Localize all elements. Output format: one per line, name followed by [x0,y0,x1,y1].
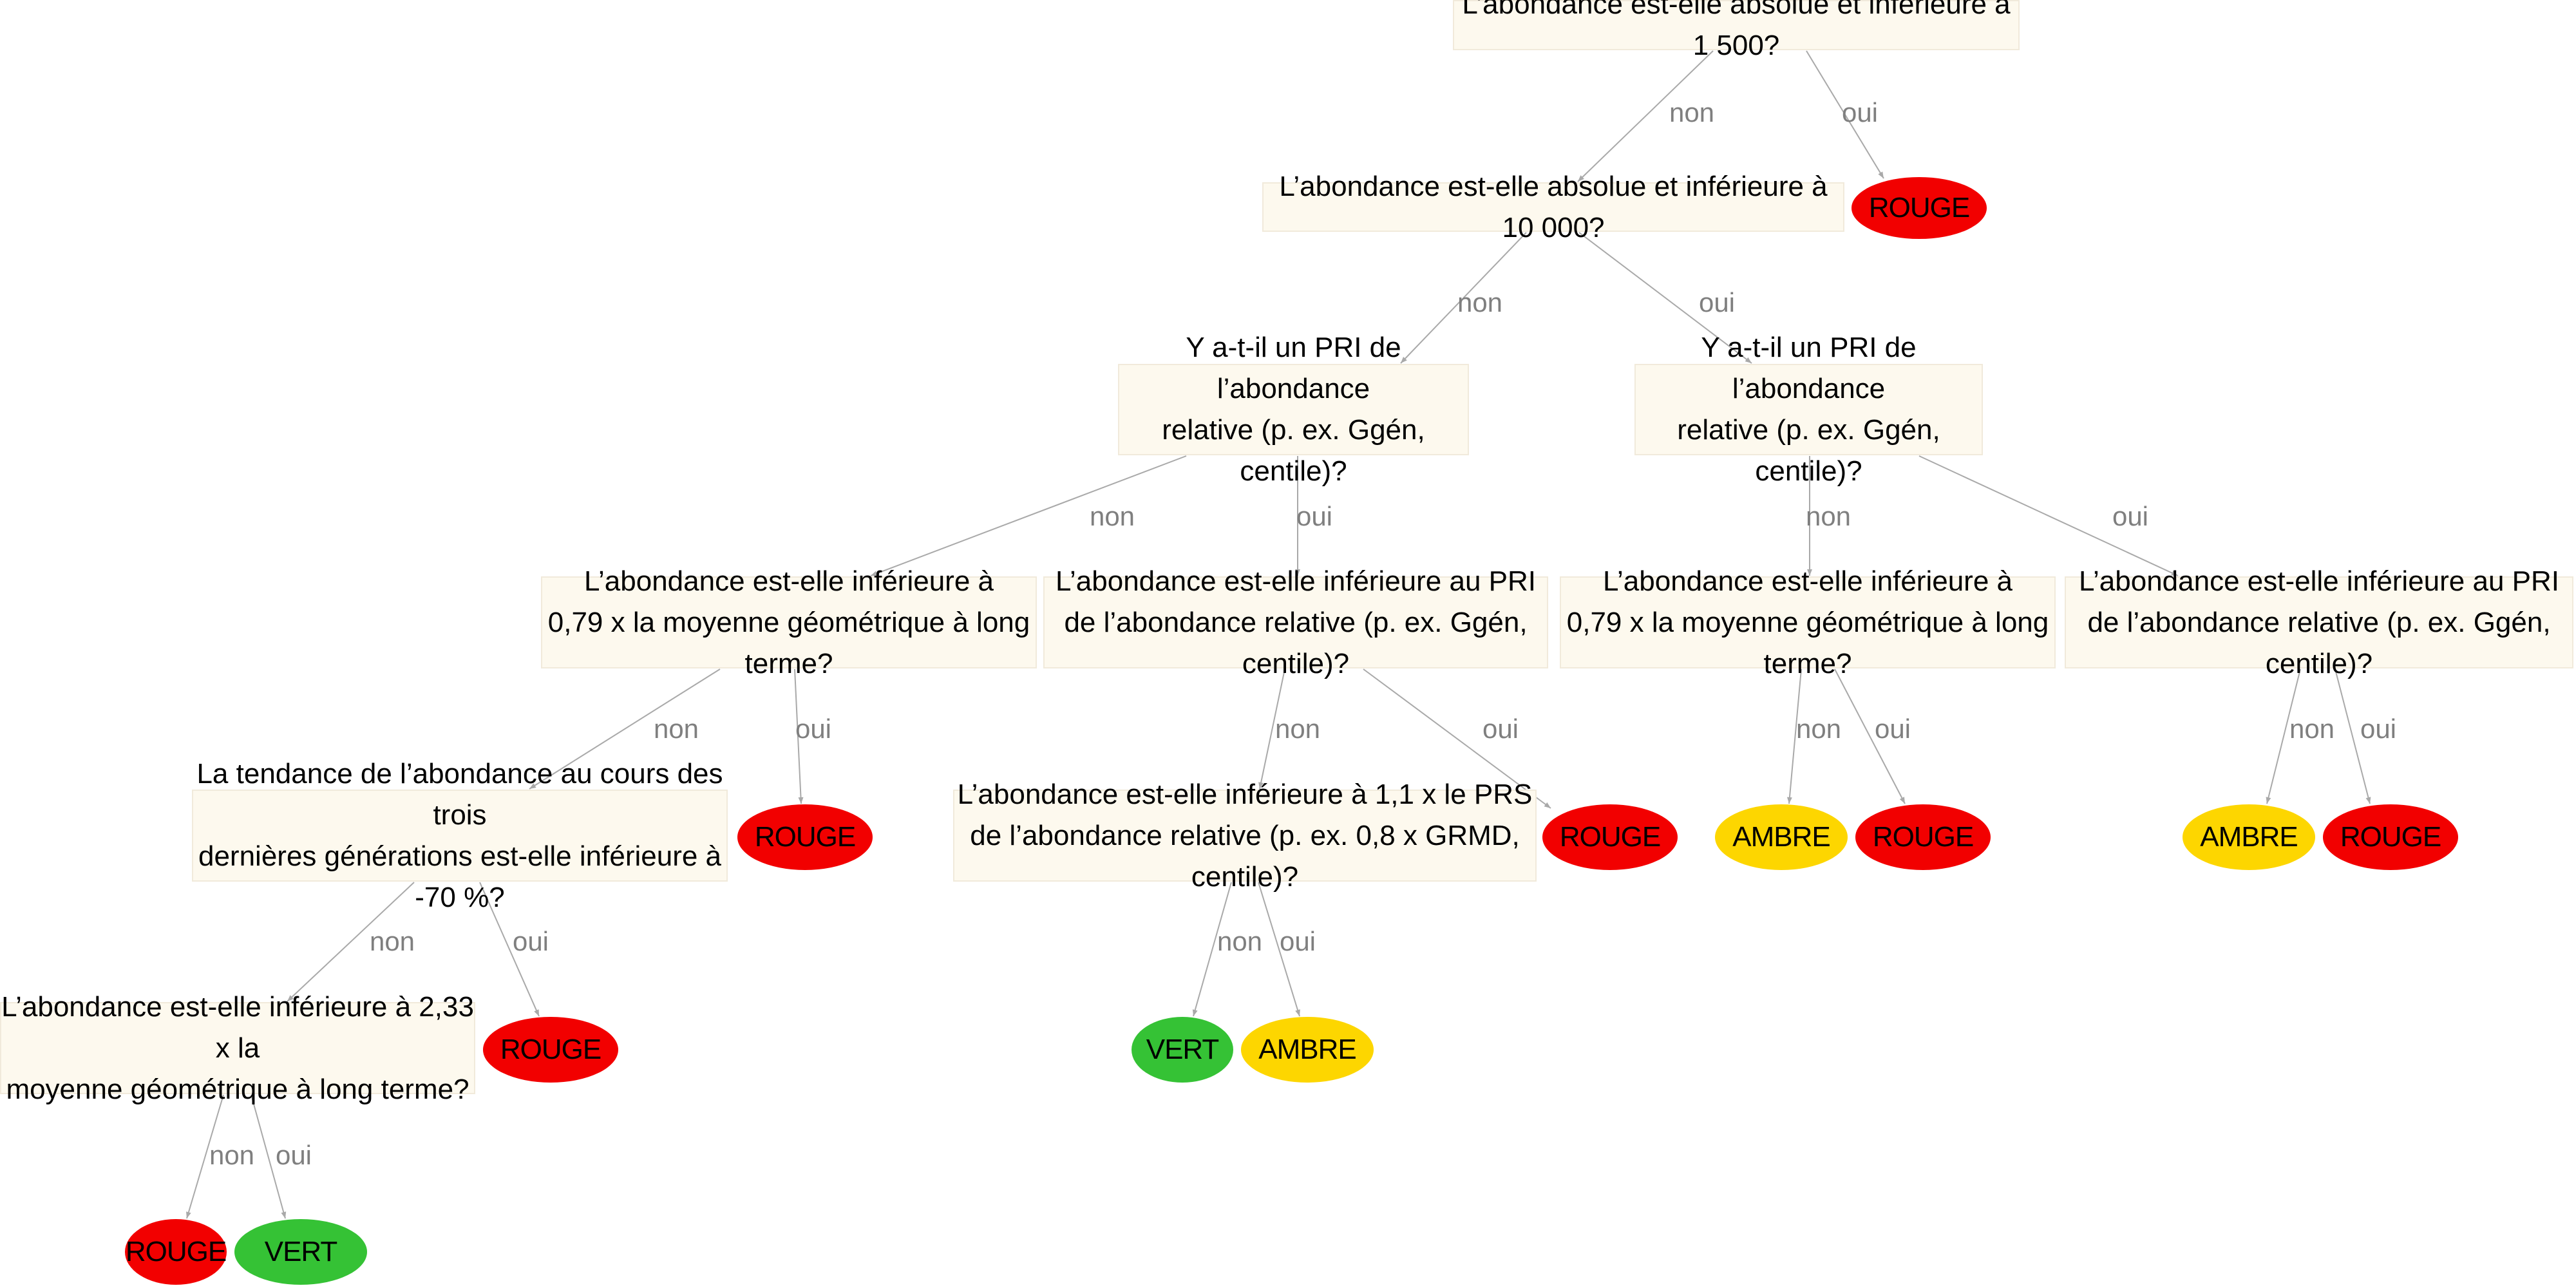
edge-1 [1577,50,1714,182]
edge-label-non: non [1217,926,1263,956]
edge-15 [2266,668,2301,804]
outcome-rouge: ROUGE [1542,804,1678,870]
edge-label-oui: oui [1279,926,1316,956]
edge-9 [529,668,721,790]
edge-arrowhead-18 [534,1009,539,1016]
edge-label-oui: oui [795,714,832,744]
outcome-vert: VERT [234,1219,367,1285]
edge-arrowhead-11 [1258,782,1264,789]
edge-17 [287,882,415,1002]
outcome-rouge: ROUGE [1855,804,1991,870]
edge-4 [1578,232,1752,364]
edge-arrowhead-16 [2365,797,2371,804]
edge-arrowhead-19 [1192,1009,1198,1016]
edge-arrowhead-17 [287,995,294,1001]
edge-label-oui: oui [2360,714,2397,744]
edge-arrowhead-15 [2266,797,2271,804]
edge-21 [186,1094,224,1219]
edge-arrowhead-14 [1899,797,1905,804]
question-q9: La tendance de l’abondance au cours des … [192,758,728,913]
edge-arrowhead-8 [2171,571,2178,576]
edge-label-oui: oui [1874,714,1911,744]
edge-5 [870,455,1187,576]
question-q1: L’abondance est-elle absolue et inférieu… [1453,0,2020,61]
edge-10 [794,668,802,804]
edge-arrowhead-22 [281,1211,287,1218]
question-q6: L’abondance est-elle inférieure au PRI d… [1043,565,1548,679]
outcome-ambre: AMBRE [1241,1017,1374,1083]
outcome-rouge: ROUGE [483,1017,618,1083]
edge-13 [1788,668,1802,804]
edge-label-non: non [1805,501,1852,531]
edge-3 [1400,232,1527,364]
edge-19 [1193,882,1232,1017]
edge-label-non: non [209,1140,255,1170]
edge-label-non: non [2289,714,2335,744]
edge-arrowhead-5 [871,571,878,576]
outcome-rouge: ROUGE [2323,804,2458,870]
question-q10: L’abondance est-elle inférieure à 1,1 x … [953,779,1537,893]
edge-label-oui: oui [512,926,549,956]
question-q5: L’abondance est-elle inférieure à 0,79 x… [541,565,1037,679]
edge-label-non: non [1089,501,1135,531]
edge-arrowhead-10 [798,797,804,804]
edge-label-non: non [1669,97,1715,128]
edge-20 [1258,882,1300,1017]
edge-2 [1806,50,1884,179]
question-q8: L’abondance est-elle inférieure au PRI d… [2065,565,2573,679]
edge-label-oui: oui [1482,714,1519,744]
edge-11 [1259,668,1285,790]
edge-label-oui: oui [1296,501,1333,531]
edge-label-oui: oui [1841,97,1879,128]
outcome-rouge: ROUGE [125,1219,227,1285]
question-q3: Y a-t-il un PRI de l’abondance relative … [1118,332,1469,487]
outcome-rouge: ROUGE [1852,177,1987,239]
edge-arrowhead-3 [1401,357,1407,363]
edge-arrowhead-9 [529,783,536,789]
outcome-rouge: ROUGE [737,804,873,870]
edge-arrowhead-4 [1745,357,1752,363]
edge-arrowhead-6 [1295,569,1300,576]
outcome-ambre: AMBRE [2183,804,2315,870]
outcome-vert: VERT [1132,1017,1233,1083]
edge-label-oui: oui [275,1140,312,1170]
question-q4: Y a-t-il un PRI de l’abondance relative … [1634,332,1983,487]
edge-arrowhead-20 [1295,1009,1300,1016]
edge-14 [1834,668,1906,804]
edge-arrowhead-7 [1807,569,1812,576]
edge-label-non: non [1795,714,1842,744]
question-q2: L’abondance est-elle absolue et inférieu… [1262,171,1844,243]
edge-label-non: non [369,926,415,956]
edge-label-non: non [1274,714,1321,744]
edge-18 [479,882,540,1017]
edge-arrowhead-12 [1544,802,1551,808]
edge-label-non: non [1457,287,1503,317]
edge-label-oui: oui [2112,501,2149,531]
edge-12 [1363,668,1551,809]
edge-16 [2334,668,2371,804]
edge-arrowhead-21 [186,1211,191,1218]
edge-arrowhead-1 [1578,175,1584,182]
edge-22 [251,1094,286,1219]
edge-label-oui: oui [1698,287,1736,317]
edge-arrowhead-2 [1878,171,1884,178]
edge-8 [1918,455,2179,576]
edge-arrowhead-13 [1786,797,1792,804]
question-q11: L’abondance est-elle inférieure à 2,33 x… [0,991,475,1105]
question-q7: L’abondance est-elle inférieure à 0,79 x… [1560,565,2056,679]
outcome-ambre: AMBRE [1715,804,1848,870]
edge-label-non: non [653,714,699,744]
